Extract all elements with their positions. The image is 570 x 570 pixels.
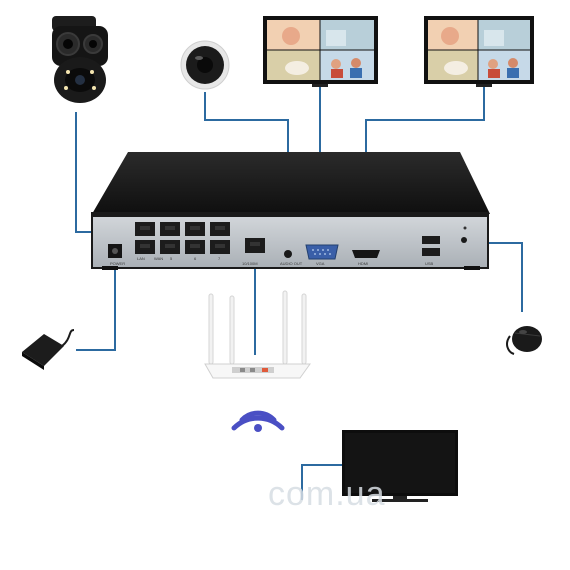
label-lan: LAN xyxy=(137,256,145,261)
cable-bottom-monitor xyxy=(301,464,344,500)
nvr-top xyxy=(92,152,490,214)
nvr-recorder: POWER LAN WAN 5 6 7 10/100M AUDIO OUT VG… xyxy=(91,152,490,270)
label-wan: WAN xyxy=(154,256,163,261)
usb-port-2 xyxy=(422,248,440,256)
wifi-router xyxy=(204,290,311,379)
label-usb: USB xyxy=(425,261,434,266)
label-uplink: 10/100M xyxy=(242,261,258,266)
label-port-6: 6 xyxy=(194,256,197,261)
mouse xyxy=(506,326,542,355)
audio-out-jack xyxy=(284,250,292,258)
label-vga: VGA xyxy=(316,261,325,266)
label-hdmi: HDMI xyxy=(358,261,368,266)
cable-power-adapter xyxy=(76,260,116,351)
label-power: POWER xyxy=(110,261,125,266)
vga-port xyxy=(305,244,339,260)
wifi-icon xyxy=(231,410,285,432)
hdmi-port xyxy=(352,250,380,258)
label-port-7: 7 xyxy=(218,256,221,261)
monitor-1 xyxy=(263,16,378,87)
ground-screw xyxy=(461,237,467,243)
cable-mouse xyxy=(482,242,523,312)
monitor-2 xyxy=(424,16,534,87)
label-port-5: 5 xyxy=(170,256,173,261)
watermark: com.ua xyxy=(268,475,386,513)
lan-ports xyxy=(135,222,230,254)
ptz-camera xyxy=(52,16,108,103)
dome-camera xyxy=(180,40,230,90)
monitor-3 xyxy=(342,430,458,502)
usb-port-1 xyxy=(422,236,440,244)
label-audio: AUDIO OUT xyxy=(280,261,303,266)
power-adapter xyxy=(22,329,75,370)
